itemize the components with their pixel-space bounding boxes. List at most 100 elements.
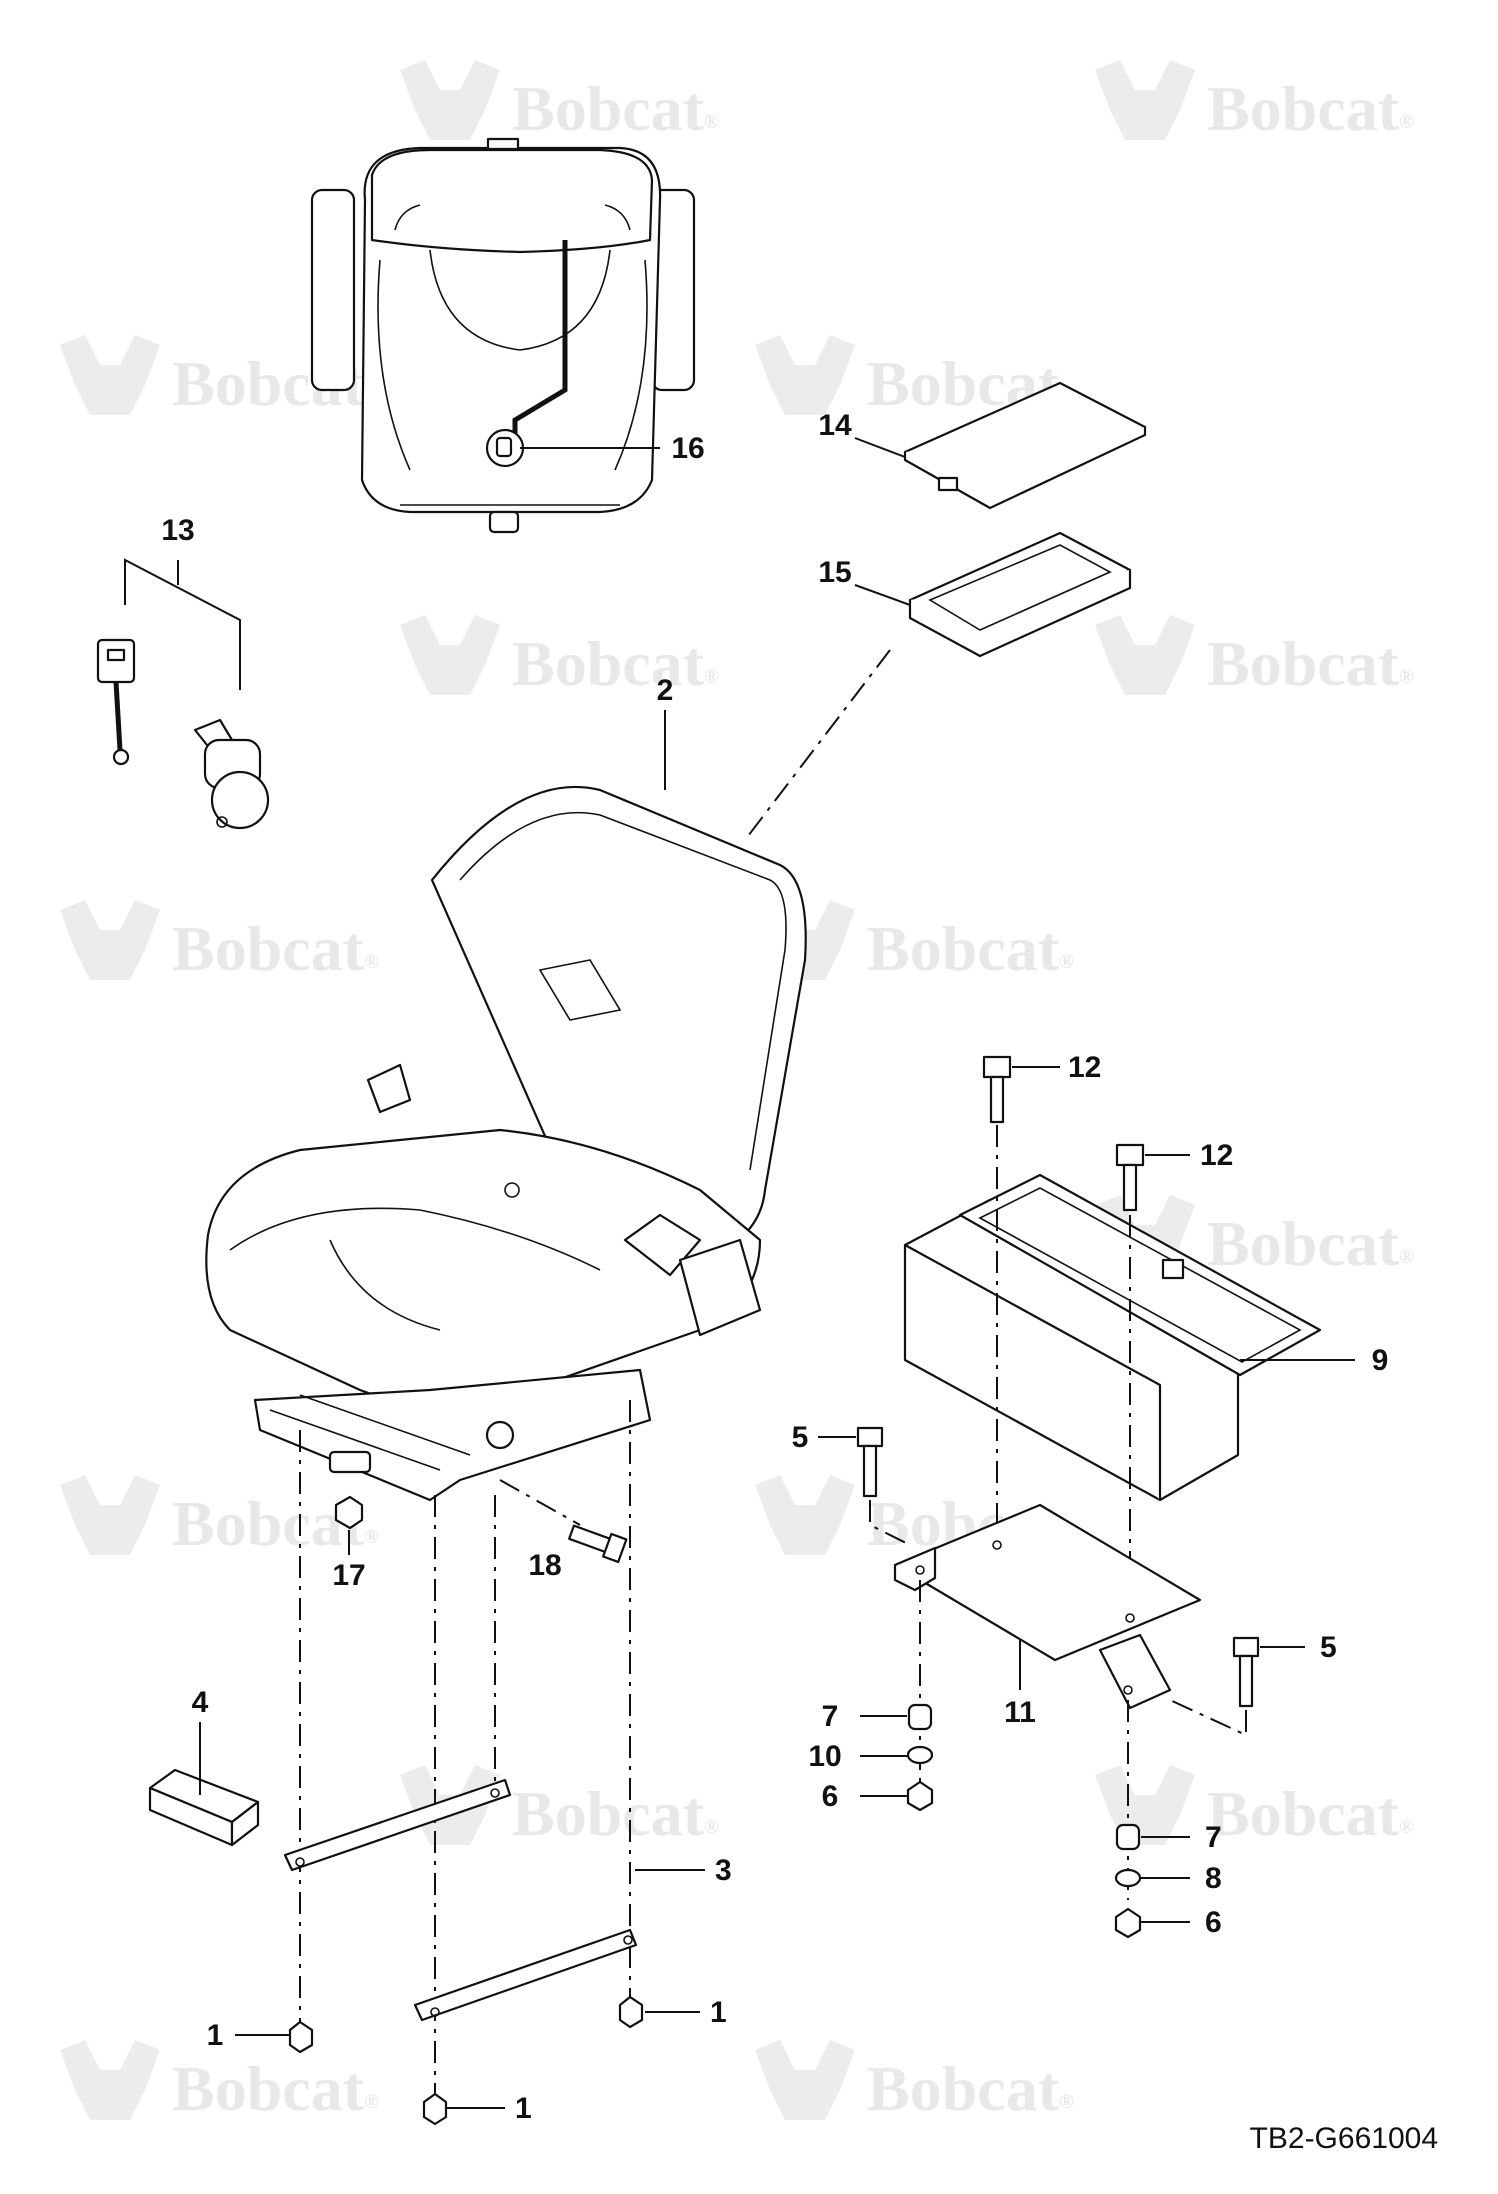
watermark: Bobcat® bbox=[1095, 60, 1414, 144]
toolbox-bracket bbox=[893, 1503, 1202, 1710]
seat-belt-retractor bbox=[678, 1238, 762, 1337]
bracket-hole bbox=[1123, 1685, 1133, 1695]
backrest-contour bbox=[459, 811, 787, 1171]
plate-hole bbox=[490, 1788, 500, 1798]
callout-10: 10 bbox=[808, 1740, 841, 1773]
watermark-text: Bobcat® bbox=[172, 2053, 379, 2124]
bolt-head bbox=[1115, 1143, 1145, 1167]
watermark-registered: ® bbox=[364, 1526, 379, 1548]
leader-15 bbox=[854, 584, 911, 606]
callout-7: 7 bbox=[822, 1700, 839, 1733]
callout-17: 17 bbox=[332, 1559, 365, 1592]
callout-7: 7 bbox=[1205, 1821, 1222, 1854]
bracket-13 bbox=[124, 558, 241, 690]
block-side bbox=[230, 1800, 260, 1847]
flange-nuts bbox=[288, 1995, 644, 2126]
bobcat-logo-icon bbox=[755, 335, 855, 415]
plate-hole bbox=[295, 1857, 305, 1867]
toolbox bbox=[903, 1173, 1322, 1502]
bolt-head bbox=[1232, 1636, 1260, 1658]
watermark-text: Bobcat® bbox=[1207, 1778, 1414, 1849]
toolbox-latch bbox=[1161, 1258, 1185, 1280]
bobcat-logo-icon bbox=[1095, 615, 1195, 695]
bolt-shank bbox=[989, 1075, 1005, 1124]
watermark-text: Bobcat® bbox=[1207, 1208, 1414, 1279]
bobcat-logo-icon bbox=[60, 2040, 160, 2120]
bracket-hole bbox=[915, 1565, 925, 1575]
back-contour bbox=[377, 259, 411, 471]
watermark-registered: ® bbox=[1059, 2091, 1074, 2113]
watermark: Bobcat® bbox=[60, 2040, 379, 2124]
bracket-hole bbox=[1125, 1613, 1135, 1623]
bolt-shank bbox=[1238, 1654, 1254, 1708]
washer-8 bbox=[1114, 1868, 1142, 1888]
spacer-7 bbox=[1115, 1823, 1141, 1851]
callout-2: 2 bbox=[657, 674, 674, 707]
headrest-tab bbox=[486, 137, 520, 151]
watermark-text: Bobcat® bbox=[867, 913, 1074, 984]
callout-15: 15 bbox=[818, 556, 851, 589]
leader-14 bbox=[854, 437, 906, 458]
release-cable bbox=[512, 240, 568, 440]
callout-6: 6 bbox=[822, 1780, 839, 1813]
bobcat-logo-icon bbox=[1095, 1765, 1195, 1845]
washer-10 bbox=[906, 1745, 934, 1765]
bolt-head bbox=[856, 1426, 884, 1448]
nut-6 bbox=[1114, 1907, 1142, 1939]
watermark-text: Bobcat® bbox=[512, 73, 719, 144]
mount-line bbox=[1169, 1699, 1247, 1737]
tray-lid-edge bbox=[903, 427, 1147, 510]
watermark-registered: ® bbox=[364, 951, 379, 973]
headrest bbox=[370, 148, 654, 254]
bracket-flange bbox=[893, 1546, 937, 1592]
callout-1: 1 bbox=[515, 2092, 532, 2125]
mount-line bbox=[869, 1500, 911, 1546]
bobcat-logo-icon bbox=[1095, 60, 1195, 140]
callout-4: 4 bbox=[192, 1686, 209, 1719]
spacer-7 bbox=[907, 1703, 933, 1731]
callout-18: 18 bbox=[528, 1549, 561, 1582]
watermark-registered: ® bbox=[1399, 666, 1414, 688]
nut-17 bbox=[334, 1495, 364, 1530]
leader-lines bbox=[199, 437, 1355, 2109]
watermark: Bobcat® bbox=[1095, 615, 1414, 699]
buckle-strap bbox=[113, 681, 123, 751]
watermark-text: Bobcat® bbox=[172, 913, 379, 984]
back-contour bbox=[429, 249, 611, 351]
buckle-anchor bbox=[112, 748, 130, 766]
tray-inner bbox=[928, 544, 1112, 631]
callout-14: 14 bbox=[818, 409, 852, 442]
bobcat-logo-icon bbox=[60, 900, 160, 980]
cushion-hole bbox=[504, 1182, 520, 1198]
watermark-registered: ® bbox=[704, 666, 719, 688]
bolt-head bbox=[602, 1532, 628, 1564]
watermark: Bobcat® bbox=[400, 615, 719, 699]
seat-belt-set bbox=[96, 558, 270, 830]
bracket-plate bbox=[893, 1503, 1202, 1662]
bobcat-logo-icon bbox=[755, 1475, 855, 1555]
seat-belt-buckle bbox=[366, 1063, 412, 1114]
callout-13: 13 bbox=[161, 514, 194, 547]
toolbox-lid bbox=[958, 1173, 1322, 1377]
callout-12: 12 bbox=[1068, 1051, 1101, 1084]
bolt-18 bbox=[568, 1524, 628, 1564]
slider-rail bbox=[299, 1394, 471, 1456]
flange-nut bbox=[288, 2020, 314, 2054]
watermark-registered: ® bbox=[704, 1816, 719, 1838]
callout-11: 11 bbox=[1004, 1696, 1036, 1729]
bobcat-logo-icon bbox=[755, 2040, 855, 2120]
bobcat-logo-icon bbox=[400, 615, 500, 695]
seat-rear-view bbox=[310, 137, 696, 534]
watermark-registered: ® bbox=[704, 111, 719, 133]
callout-8: 8 bbox=[1205, 1862, 1222, 1895]
bolt-shank bbox=[1122, 1163, 1138, 1212]
callout-labels: 2 13 14 15 16 4 3 1 1 1 17 18 12 12 9 5 … bbox=[161, 409, 1388, 2125]
bracket-flange bbox=[1098, 1633, 1172, 1710]
watermark-registered: ® bbox=[1399, 1816, 1414, 1838]
cushion-contour bbox=[229, 1207, 601, 1271]
watermark: Bobcat® bbox=[755, 2040, 1074, 2124]
mounting-plates bbox=[283, 1778, 638, 2022]
watermark-text: Bobcat® bbox=[1207, 73, 1414, 144]
hardware-left-stack bbox=[906, 1703, 934, 1812]
